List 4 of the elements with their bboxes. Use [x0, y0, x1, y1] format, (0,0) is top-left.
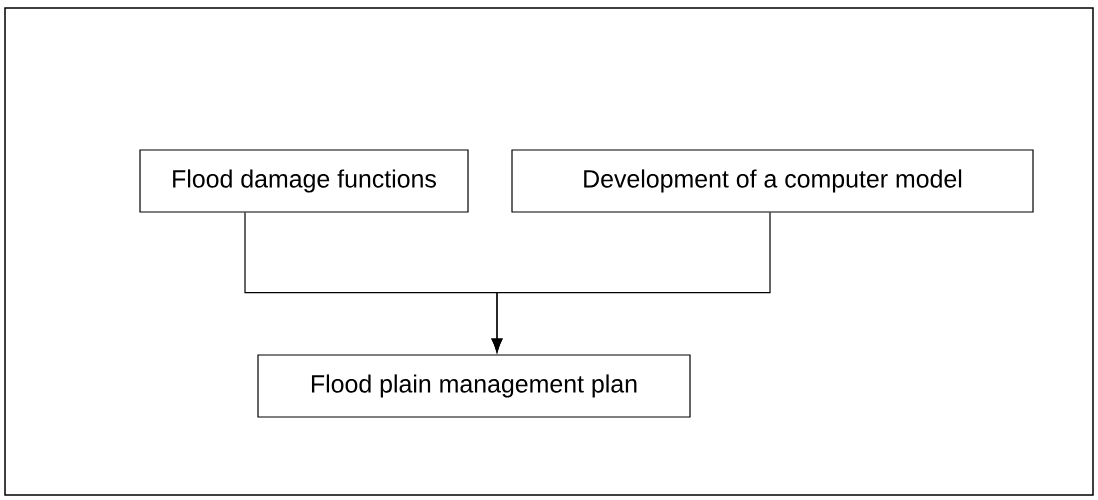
process-box: Development of a computer model [511, 149, 1034, 213]
process-box: Flood plain management plan [257, 354, 691, 418]
arrow [491, 212, 771, 353]
process-box: Flood damage functions [139, 149, 469, 213]
